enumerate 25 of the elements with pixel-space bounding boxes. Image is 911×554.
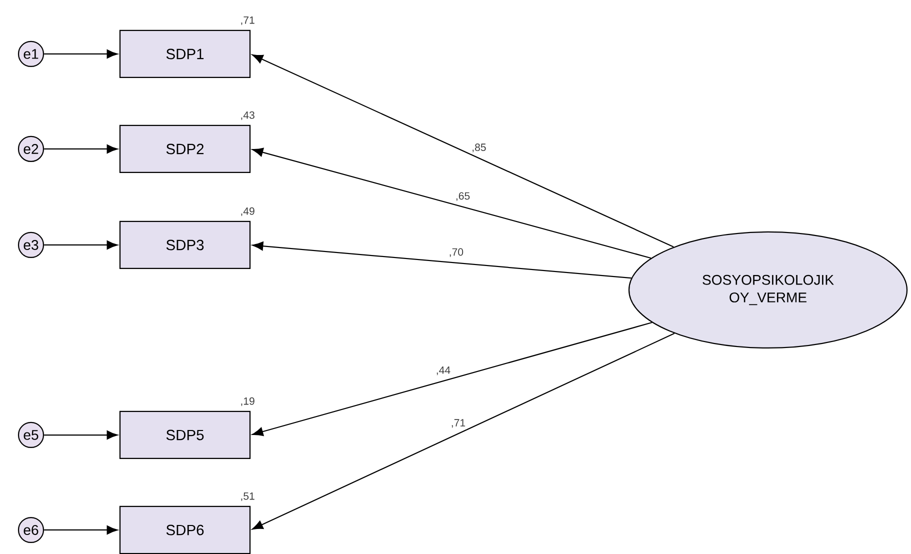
variable-box: SDP5 bbox=[119, 410, 251, 460]
coefficient-label: ,19 bbox=[241, 397, 254, 406]
arrow bbox=[44, 240, 118, 250]
arrow bbox=[252, 332, 675, 530]
edge-label: ,70 bbox=[447, 246, 465, 258]
variable-box: SDP6 bbox=[119, 506, 251, 554]
arrow bbox=[252, 242, 632, 279]
arrow bbox=[44, 144, 118, 154]
variable-box: SDP1 bbox=[119, 30, 251, 78]
coefficient-label: ,51 bbox=[241, 492, 254, 502]
arrow bbox=[252, 54, 674, 248]
arrow bbox=[44, 50, 118, 58]
edge-label: ,85 bbox=[470, 142, 488, 154]
edge-label: ,71 bbox=[450, 418, 467, 430]
edge-label: ,65 bbox=[454, 190, 472, 202]
arrow bbox=[252, 322, 652, 436]
coefficient-label: ,49 bbox=[241, 207, 254, 216]
edge-label: ,44 bbox=[434, 365, 452, 376]
arrow bbox=[44, 526, 118, 534]
arrow bbox=[44, 430, 118, 440]
coefficient-label: ,71 bbox=[241, 16, 254, 26]
variable-box: SDP3 bbox=[119, 220, 251, 270]
coefficient-label: ,43 bbox=[241, 111, 254, 120]
arrow bbox=[252, 148, 652, 259]
variable-box: SDP2 bbox=[119, 124, 251, 174]
